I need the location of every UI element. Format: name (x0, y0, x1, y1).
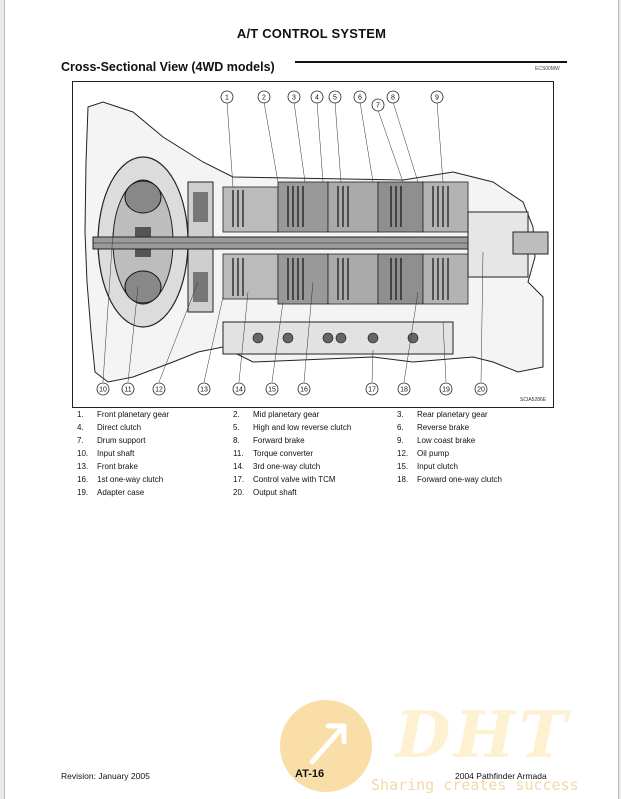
document-page: A/T CONTROL SYSTEM Cross-Sectional View … (4, 0, 619, 799)
legend-item: 15. Input clutch (397, 462, 458, 471)
callout-18: 18 (400, 387, 408, 394)
legend-num: 20. (233, 488, 245, 497)
legend-label: Input clutch (417, 462, 458, 471)
legend-label: 1st one-way clutch (97, 475, 164, 484)
callout-17: 17 (368, 387, 376, 394)
legend-label: High and low reverse clutch (253, 423, 352, 432)
callout-8: 8 (391, 95, 395, 102)
figure-code: SCIA5286E (520, 397, 547, 403)
legend-label: Torque converter (253, 449, 314, 458)
legend-label: Input shaft (97, 449, 135, 458)
watermark-tagline: Sharing creates success (371, 776, 579, 794)
legend-num: 5. (233, 423, 240, 432)
callout-7: 7 (376, 103, 380, 110)
footer-page-number: AT-16 (295, 768, 325, 780)
callout-markers-top (220, 90, 444, 112)
legend-item: 14. 3rd one-way clutch (233, 462, 320, 471)
callout-20: 20 (477, 387, 485, 394)
callout-2: 2 (262, 95, 266, 102)
legend-num: 12. (397, 449, 409, 458)
legend-item: 1. Front planetary gear (77, 410, 169, 419)
callout-1: 1 (225, 95, 229, 102)
legend-num: 14. (233, 462, 245, 471)
callout-16: 16 (300, 387, 308, 394)
legend-label: Forward one-way clutch (417, 475, 502, 484)
footer-model: 2004 Pathfinder Armada (455, 771, 547, 781)
watermark-logo: DHT (395, 698, 571, 773)
footer-revision: Revision: January 2005 (61, 771, 150, 781)
legend-item: 11. Torque converter (233, 449, 313, 458)
legend-num: 6. (397, 423, 404, 432)
legend-item: 16. 1st one-way clutch (77, 475, 163, 484)
legend-item: 9. Low coast brake (397, 436, 475, 445)
callout-10: 10 (99, 387, 107, 394)
legend-num: 7. (77, 436, 84, 445)
legend-label: Front brake (97, 462, 138, 471)
legend-num: 10. (77, 449, 89, 458)
callout-3: 3 (292, 95, 296, 102)
callout-15: 15 (268, 387, 276, 394)
callout-5: 5 (333, 95, 337, 102)
legend-label: Control valve with TCM (253, 475, 336, 484)
legend-num: 3. (397, 410, 404, 419)
legend-item: 19. Adapter case (77, 488, 144, 497)
legend-num: 1. (77, 410, 84, 419)
legend-label: Rear planetary gear (417, 410, 488, 419)
watermark-circle (280, 700, 372, 792)
legend-num: 2. (233, 410, 240, 419)
legend-label: Drum support (97, 436, 146, 445)
title-rule (295, 61, 567, 63)
legend-item: 17. Control valve with TCM (233, 475, 336, 484)
legend-label: Direct clutch (97, 423, 142, 432)
callout-4: 4 (315, 95, 319, 102)
cross-section-drawing: 1 2 3 4 5 6 7 8 9 10 11 12 13 14 15 16 1… (84, 90, 549, 396)
legend-label: 3rd one-way clutch (253, 462, 321, 471)
callout-12: 12 (155, 387, 163, 394)
legend-item: 5. High and low reverse clutch (233, 423, 351, 432)
page-header-title: A/T CONTROL SYSTEM (236, 26, 387, 41)
callout-9: 9 (435, 95, 439, 102)
legend-num: 19. (77, 488, 89, 497)
legend-item: 20. Output shaft (233, 488, 297, 497)
legend-label: Forward brake (253, 436, 305, 445)
legend-item: 12. Oil pump (397, 449, 449, 458)
legend-item: 7. Drum support (77, 436, 145, 445)
legend-num: 16. (77, 475, 89, 484)
legend-item: 6. Reverse brake (397, 423, 469, 432)
transmission-cross-section-figure: 1 2 3 4 5 6 7 8 9 10 11 12 13 14 15 16 1… (72, 81, 554, 408)
legend-label: Low coast brake (417, 436, 476, 445)
legend-num: 17. (233, 475, 245, 484)
callout-13: 13 (200, 387, 208, 394)
section-title: Cross-Sectional View (4WD models) (61, 60, 275, 74)
legend-label: Mid planetary gear (253, 410, 320, 419)
legend-label: Oil pump (417, 449, 450, 458)
legend-item: 4. Direct clutch (77, 423, 141, 432)
legend-item: 8. Forward brake (233, 436, 305, 445)
callout-markers-bottom (96, 382, 488, 396)
callout-11: 11 (124, 387, 131, 394)
callout-19: 19 (442, 387, 450, 394)
legend-label: Output shaft (253, 488, 297, 497)
legend-num: 13. (77, 462, 89, 471)
callout-14: 14 (235, 387, 243, 394)
legend-label: Reverse brake (417, 423, 470, 432)
legend-num: 9. (397, 436, 404, 445)
legend-item: 13. Front brake (77, 462, 138, 471)
legend-num: 8. (233, 436, 240, 445)
section-code: ECS00MW (535, 66, 560, 72)
legend-num: 18. (397, 475, 409, 484)
legend-label: Front planetary gear (97, 410, 170, 419)
legend-num: 11. (233, 449, 244, 458)
arrow-icon (309, 723, 347, 765)
callout-6: 6 (358, 95, 362, 102)
legend-item: 3. Rear planetary gear (397, 410, 488, 419)
legend-item: 18. Forward one-way clutch (397, 475, 502, 484)
legend-item: 2. Mid planetary gear (233, 410, 319, 419)
legend-item: 10. Input shaft (77, 449, 134, 458)
legend-label: Adapter case (97, 488, 145, 497)
legend-num: 4. (77, 423, 84, 432)
legend-num: 15. (397, 462, 409, 471)
